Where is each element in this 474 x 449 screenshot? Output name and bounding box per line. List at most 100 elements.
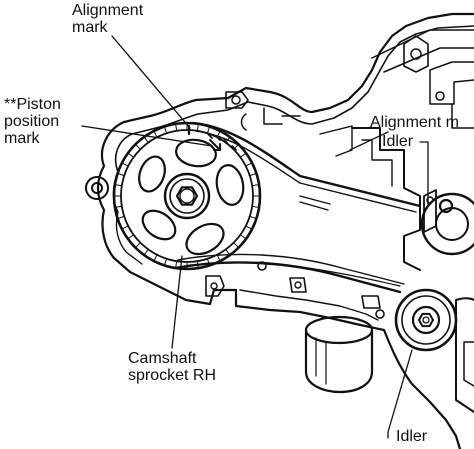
piston-position-arrow [209,139,221,151]
leader-idler-lower [387,349,413,439]
sprocket-tooth [127,152,135,158]
label-idler-upper-text: Idler [382,133,414,150]
upper-idler-bracket [423,189,437,233]
sprocket-tooth [233,242,240,249]
lower-idler-hub [411,305,441,335]
label-piston-position-mark: **Piston position mark [4,96,61,147]
sprocket-hole-bottom-right [185,222,225,256]
bottom-cylinder-shade [315,337,327,385]
sprocket-hub [163,172,211,220]
sprocket-tooth [251,184,260,187]
sprocket-tooth [249,215,257,220]
label-alignment-mark-top-line-2: mark [72,19,108,36]
timing-belt-upper-run [190,121,422,208]
leader-camshaft-sprocket [171,255,183,349]
sprocket-hole-top-right [215,164,245,206]
label-alignment-mark-right-text: Alignment m [370,114,459,131]
cover-rib-mid [299,195,331,211]
sprocket-tooth [117,215,125,220]
label-idler-lower-text: Idler [396,428,428,445]
sprocket-tooth [134,143,141,150]
sprocket-tooth [206,126,211,134]
block-right-frame [351,127,421,271]
lower-boss-2 [257,261,267,271]
upper-idler-bracket-hole [426,196,434,204]
lower-idler-bolt-head [418,312,434,328]
sprocket-bolt-head [175,186,199,206]
top-middle-hole [231,95,241,105]
lower-right-housing [455,297,474,413]
sprocket-tooth [127,234,135,240]
sprocket-tooth [121,162,129,167]
cover-rib-upper-right [319,125,353,157]
leader-idler-upper [419,141,429,205]
sprocket-hole-left [138,155,166,193]
sprocket-tooth [196,123,199,132]
timing-belt-upper-run-inner [195,130,417,213]
bottom-cylinder-top [304,315,374,345]
label-piston-position-line-1: **Piston [4,96,61,113]
lower-boss-5 [361,295,381,309]
leader-alignment-mark-top [111,35,191,129]
upper-housing-hole [410,48,422,60]
label-camshaft-sprocket: Camshaft sprocket RH [128,350,216,384]
sprocket-tooth [114,205,123,208]
sprocket-hole-bottom-left [141,209,177,241]
label-piston-position-line-2: position [4,113,60,130]
sprocket-tooth-marks [207,133,237,151]
sprocket-tooth [249,172,257,177]
sprocket-tooth [117,172,125,177]
sprocket-tooth [114,184,123,187]
sprocket-tooth [134,242,141,249]
bottom-cylinder-boss [304,328,374,394]
sprocket-tooth [153,130,158,138]
label-idler-upper: Idler [382,133,413,150]
leader-piston-position [81,125,213,147]
sprocket-tooth [121,225,129,230]
left-bolt-hole [91,182,103,194]
lower-right-housing-inner [463,341,474,387]
label-alignment-mark-right: Alignment m [370,114,459,131]
lower-boss-3 [289,277,307,293]
upper-right-step [451,103,474,129]
upper-idler-bolt [438,198,454,214]
sprocket-tooth [245,162,253,167]
lower-boss-1 [205,275,225,297]
cover-channel [263,107,301,125]
label-alignment-mark-top: Alignment mark [72,2,143,36]
cover-hook [240,113,247,131]
front-cover-inner-outline [114,25,474,173]
lower-boss-4 [375,309,385,319]
timing-belt-lower-run-inner [177,253,405,285]
sprocket-tooth [163,258,168,266]
lower-boss-1-hole [210,282,218,290]
upper-housing-rib [371,29,474,59]
lower-cover-outline [184,288,462,449]
label-piston-position-line-3: mark [4,130,40,147]
sprocket-hub-inner [169,178,205,214]
upper-housing-rib-2 [383,47,474,73]
upper-housing-bracket [403,35,429,73]
left-bolt-boss [85,176,109,200]
lower-boss-3-hole [294,281,302,289]
sprocket-hole-top [175,138,217,168]
timing-belt-belt-edge [259,261,401,287]
upper-idler-pulley [420,192,474,256]
front-cover-outline [100,12,474,168]
sprocket-tooth [143,136,149,144]
lower-cover-inner-outline [239,289,379,321]
upper-idler-hub [435,207,469,241]
sprocket-tooth [143,248,149,256]
lower-idler-bolt-center [422,316,430,324]
sprocket-bolt-washer [179,188,195,204]
label-idler-lower: Idler [396,428,427,445]
sprocket-tooth [175,123,178,132]
label-camshaft-sprocket-line-1: Camshaft [128,350,197,367]
upper-housing-block [429,61,474,105]
label-camshaft-sprocket-line-2: sprocket RH [128,367,217,384]
sprocket-tooth [239,152,247,158]
block-right-inner [361,139,393,187]
upper-right-bolt [435,91,445,101]
sprocket-tooth [251,205,260,208]
